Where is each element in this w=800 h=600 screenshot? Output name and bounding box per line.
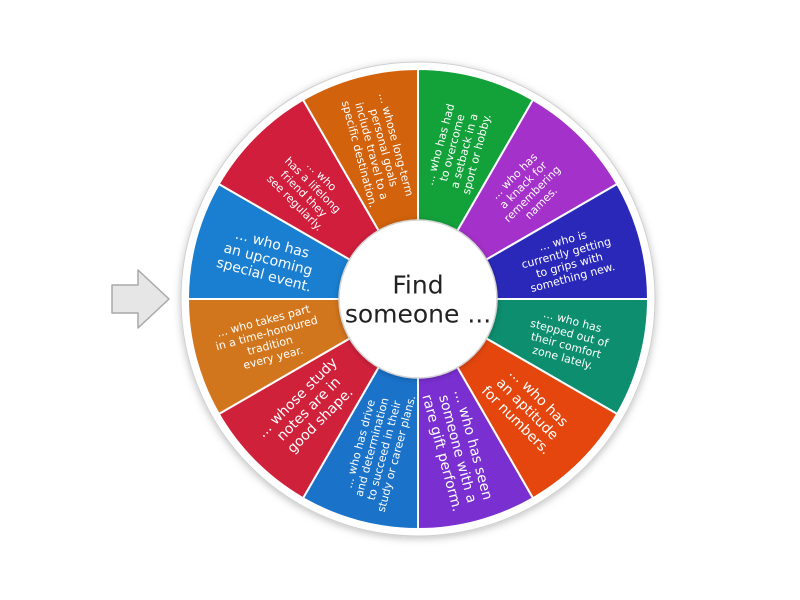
spinner-wheel[interactable]: ... whose long-termpersonal goalsinclude… bbox=[180, 61, 656, 537]
wheel-segment-label: ... whohas a lifelongfriend theysee regu… bbox=[264, 146, 352, 234]
wheel-segment-text: ... who hasa knack forrememberingnames. bbox=[483, 145, 572, 234]
center-label-line: Find bbox=[392, 270, 443, 299]
wheel-hub[interactable] bbox=[338, 219, 498, 379]
wheel-segment-label: ... who hasa knack forrememberingnames. bbox=[483, 145, 572, 234]
wheel-segment-text: ... whohas a lifelongfriend theysee regu… bbox=[264, 146, 352, 234]
arrow-right-icon bbox=[111, 269, 170, 329]
center-label-line: someone ... bbox=[345, 299, 491, 328]
